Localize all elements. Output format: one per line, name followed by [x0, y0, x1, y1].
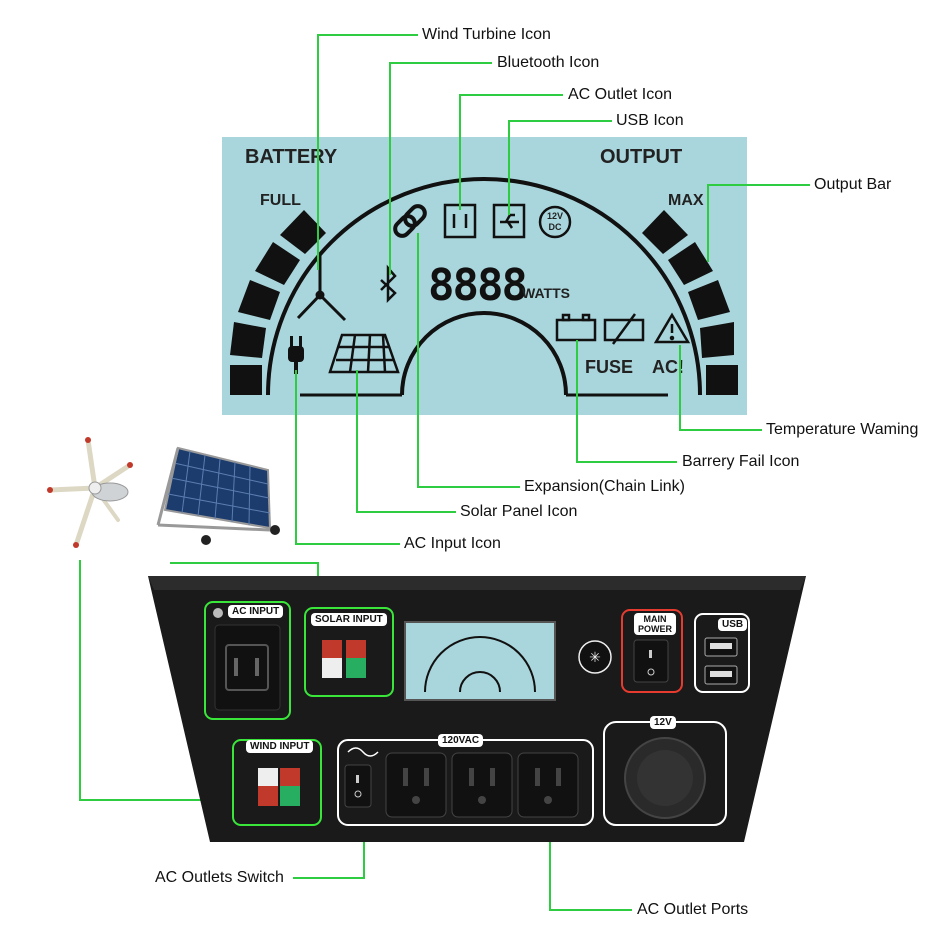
callout-bluetooth: Bluetooth Icon — [497, 54, 600, 71]
control-panel: ✳ — [148, 576, 806, 842]
usb-callout-line — [508, 120, 612, 215]
panel-12v-label: 12V — [650, 716, 676, 729]
panel-120vac-label: 120VAC — [438, 734, 484, 747]
lcd-output-label: OUTPUT — [600, 146, 682, 168]
lcd-battery-label: BATTERY — [245, 146, 338, 168]
ac-outlet-port-3[interactable] — [517, 752, 579, 818]
main-power-switch[interactable] — [633, 639, 669, 683]
callout-ac-outlets-switch: AC Outlets Switch — [155, 869, 284, 886]
callout-temperature: Temperature Waming — [766, 421, 919, 438]
lcd-inner-arch — [400, 311, 568, 396]
expansion-callout-line — [417, 233, 520, 488]
lcd-chain-link-icon — [393, 204, 427, 238]
battery-bar — [230, 210, 326, 395]
panel-ac-input-frame — [204, 601, 291, 720]
lcd-background — [222, 137, 747, 415]
ac-input-callout-line — [295, 370, 400, 545]
output-bar — [642, 210, 738, 395]
ac-outlets-switch[interactable] — [344, 764, 372, 808]
panel-solar-input-frame — [304, 607, 394, 697]
lcd-wind-turbine-icon — [296, 255, 347, 322]
svg-text:✳: ✳ — [589, 650, 601, 666]
callout-usb: USB Icon — [616, 112, 684, 129]
solar-panel-illustration — [156, 446, 280, 545]
lcd-watts-label: WATTS — [522, 285, 570, 301]
lcd-arch — [266, 177, 702, 396]
lcd-display: BATTERY OUTPUT FULL MAX — [222, 137, 747, 415]
temperature-callout-line — [679, 345, 762, 431]
callout-expansion: Expansion(Chain Link) — [524, 478, 685, 495]
lcd-full-label: FULL — [260, 192, 301, 209]
panel-lcd-thumbnail — [404, 621, 556, 701]
callout-battery-fail: Barrery Fail Icon — [682, 453, 800, 470]
solar-panel-callout-line — [356, 370, 456, 513]
panel-wind-input-label: WIND INPUT — [246, 740, 314, 753]
callout-ac-outlet: AC Outlet Icon — [568, 86, 673, 103]
lcd-fuse-label: FUSE — [585, 357, 633, 377]
ac-switch-callout-line — [293, 825, 365, 879]
lcd-temperature-warning-icon — [653, 312, 691, 344]
svg-text:12V: 12V — [547, 211, 563, 221]
wind-turbine-illustration — [47, 437, 133, 548]
callout-ac-outlet-ports: AC Outlet Ports — [637, 901, 749, 918]
panel-light-button[interactable] — [578, 640, 612, 674]
svg-text:DC: DC — [549, 222, 562, 232]
lcd-ac-input-icon — [288, 336, 304, 374]
wind-input-callout-line — [79, 560, 232, 801]
panel-solar-input-label: SOLAR INPUT — [311, 613, 387, 626]
panel-main-power-frame — [621, 609, 683, 693]
callout-output-bar: Output Bar — [814, 176, 892, 193]
callout-wind-turbine: Wind Turbine Icon — [422, 26, 551, 43]
wind-turbine-callout-line — [317, 34, 418, 270]
panel-usb-label: USB — [718, 618, 748, 631]
output-bar-callout-line — [707, 184, 810, 262]
lcd-fuse-icon — [603, 313, 645, 345]
callout-solar-panel: Solar Panel Icon — [460, 503, 578, 520]
lcd-12v-dc-icon: 12V DC — [538, 205, 572, 239]
ac-outlet-port-2[interactable] — [451, 752, 513, 818]
ac-ports-callout-line — [549, 825, 632, 911]
battery-fail-callout-line — [576, 340, 677, 463]
lcd-max-label: MAX — [668, 192, 704, 209]
lcd-wattage-digits: 8888 — [428, 260, 526, 311]
lcd-ac-warning-label: AC! — [652, 357, 684, 377]
bluetooth-callout-line — [389, 62, 492, 275]
ac-outlet-port-1[interactable] — [385, 752, 447, 818]
ac-outlet-callout-line — [459, 94, 563, 210]
lcd-solar-panel-icon — [328, 333, 400, 374]
callout-ac-input: AC Input Icon — [404, 535, 501, 552]
panel-ac-input-label: AC INPUT — [228, 605, 284, 618]
lcd-bluetooth-icon — [380, 264, 397, 304]
